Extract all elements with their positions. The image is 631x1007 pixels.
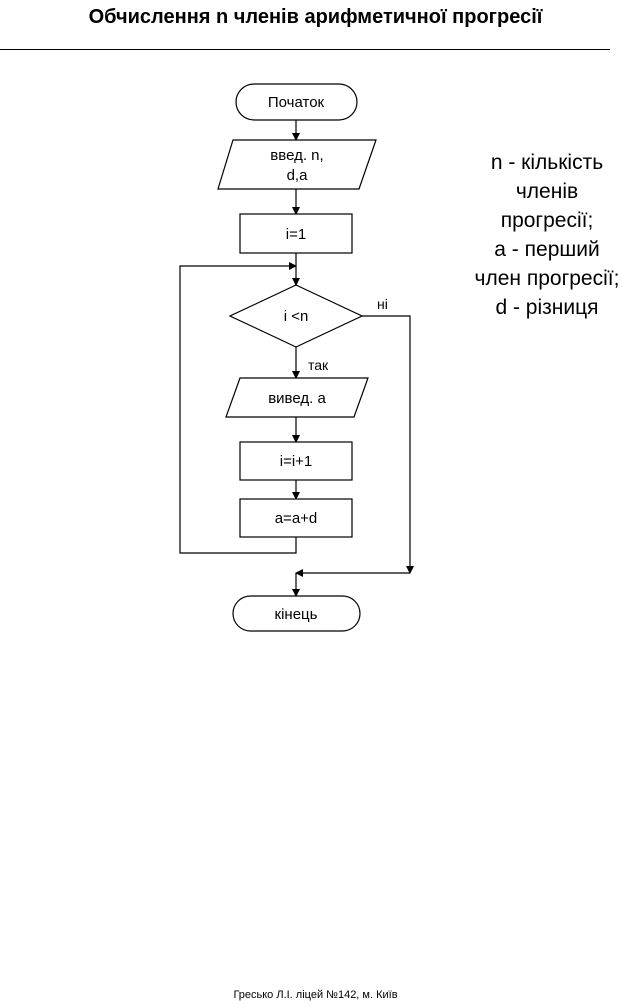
no-branch-connector: [362, 315, 414, 574]
title-divider: [0, 49, 610, 50]
output-label: вивед. a: [268, 390, 326, 407]
variable-legend: n - кількість членів прогресії; a - перш…: [458, 148, 631, 322]
loop-back-connector: [179, 262, 297, 554]
input-label-line2: d,a: [287, 167, 309, 184]
input-parallelogram: [217, 139, 377, 190]
input-label-line1: введ. n,: [270, 147, 323, 164]
update-label: a=a+d: [275, 510, 318, 527]
author-footer: Гресько Л.І. ліцей №142, м. Київ: [233, 989, 398, 1001]
legend-line: прогресії;: [500, 209, 594, 232]
legend-line: a - перший: [494, 238, 600, 261]
page-title: Обчислення n членів арифметичної прогрес…: [88, 6, 543, 28]
legend-line: n - кількість: [490, 151, 604, 174]
init-label: i=1: [286, 226, 306, 243]
legend-line: d - різниця: [495, 296, 599, 319]
start-label: Початок: [268, 94, 325, 111]
legend-line: член прогресії;: [474, 267, 620, 290]
output-parallelogram: [225, 377, 369, 418]
yes-branch-label: так: [308, 357, 329, 373]
init-process: [239, 213, 353, 254]
end-label: кінець: [275, 606, 318, 623]
update-process: [239, 498, 353, 538]
no-branch-label: ні: [377, 296, 388, 312]
increment-label: i=i+1: [280, 453, 313, 470]
legend-line: членів: [515, 180, 579, 203]
condition-label: i <n: [284, 308, 309, 325]
